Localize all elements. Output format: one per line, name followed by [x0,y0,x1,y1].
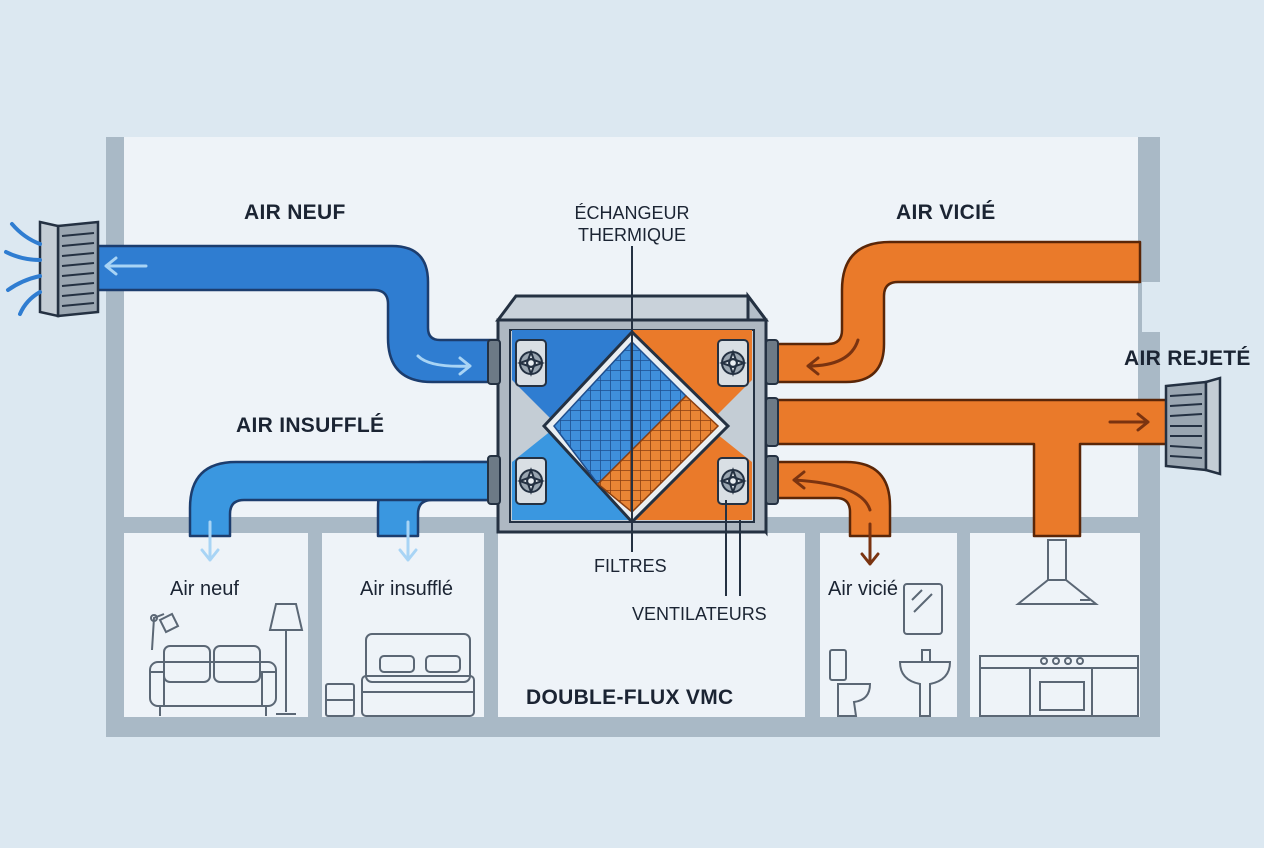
room-label-bedroom: Air insufflé [360,578,454,600]
wall-opening [1142,282,1162,332]
room-label-bathroom: Air vicié [828,578,899,600]
room-bedroom [322,533,484,717]
heat-exchanger-icon [541,329,731,525]
label-echangeur-line1: ÉCHANGEUR [574,203,690,223]
fan-icon [515,339,547,387]
range-hood-icon [1015,539,1099,605]
label-filtres: FILTRES [594,556,667,576]
label-air-vicie: AIR VICIÉ [896,201,996,224]
fan-icon [515,457,547,505]
label-air-neuf: AIR NEUF [244,201,346,224]
nightstand-icon [325,683,355,717]
sofa-icon [149,645,277,716]
arrow-icon [104,256,1150,566]
diagram-title: DOUBLE-FLUX VMC [526,686,734,709]
label-air-insuffle: AIR INSUFFLÉ [236,414,385,437]
label-echangeur-line2: THERMIQUE [578,225,686,245]
bed-icon [361,633,475,717]
mirror-icon [903,583,943,635]
fan-icon [717,339,749,387]
label-echangeur: ÉCHANGEUR THERMIQUE [552,202,712,246]
fan-icon [717,457,749,505]
outdoor-grille-icon [4,220,100,318]
outdoor-grille-icon [1164,376,1222,476]
desk-lamp-icon [150,612,180,651]
room-living [124,533,308,717]
label-air-rejete: AIR REJETÉ [1124,347,1251,370]
fresh-air-ducts [93,244,500,538]
kitchen-counter-icon [979,655,1139,717]
room-bathroom [820,533,957,717]
leader-lines [631,246,741,596]
label-ventilateurs: VENTILATEURS [632,604,767,624]
sink-icon [898,649,952,717]
toilet-icon [829,649,872,717]
floor-lamp-icon [268,603,304,715]
room-label-living: Air neuf [170,578,239,600]
room-central [498,533,805,717]
